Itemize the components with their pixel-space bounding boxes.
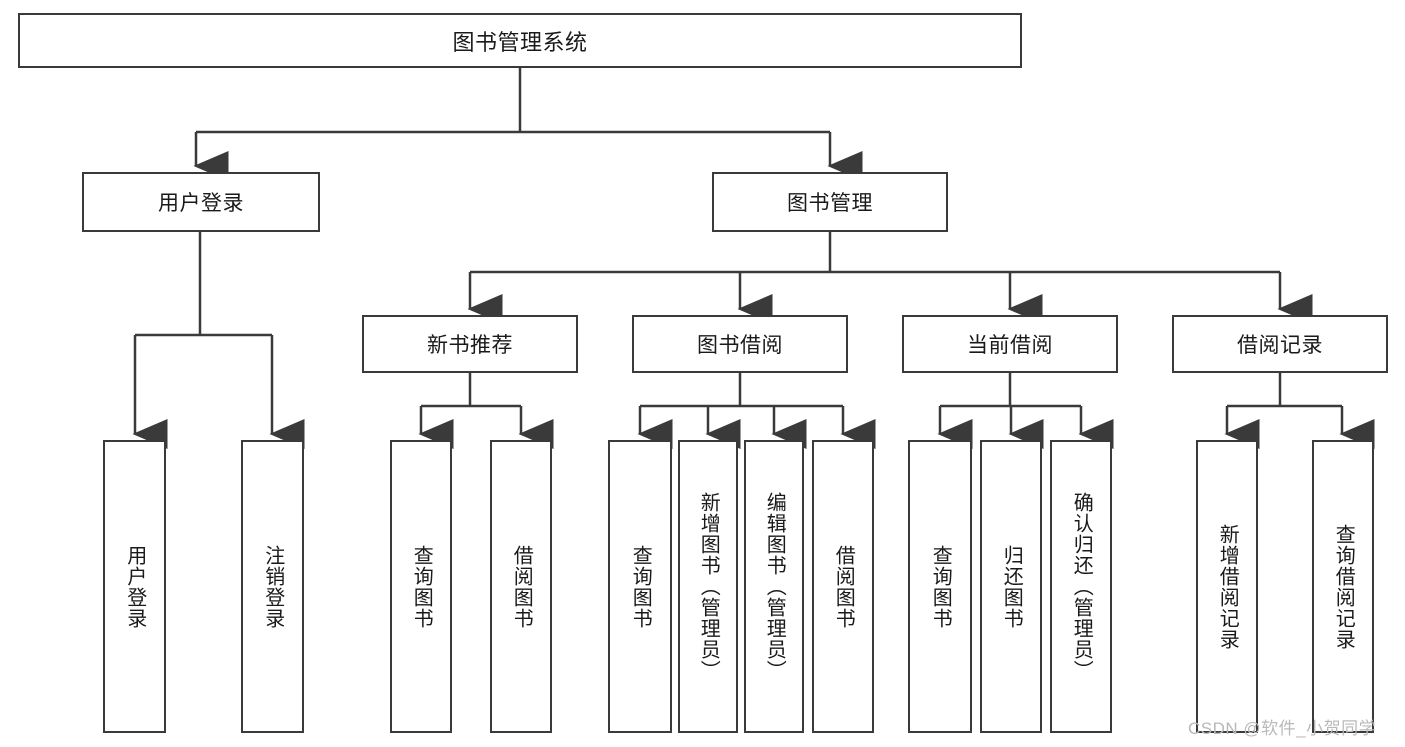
leaf-add-book-admin[interactable]: 新增图书（管理员）: [678, 440, 738, 733]
leaf-add-borrow-record-label: 新增借阅记录: [1216, 523, 1239, 650]
leaf-logout[interactable]: 注销登录: [241, 440, 304, 733]
leaf-query-borrow-record[interactable]: 查询借阅记录: [1312, 440, 1374, 733]
leaf-edit-book-admin-label: 编辑图书（管理员）: [763, 492, 786, 681]
node-root-system[interactable]: 图书管理系统: [18, 13, 1022, 68]
leaf-query-borrow-record-label: 查询借阅记录: [1332, 523, 1355, 650]
leaf-borrow-book-label: 借阅图书: [832, 544, 855, 629]
leaf-query-book-newbook[interactable]: 查询图书: [390, 440, 452, 733]
leaf-add-book-admin-label: 新增图书（管理员）: [697, 492, 720, 681]
leaf-add-borrow-record[interactable]: 新增借阅记录: [1196, 440, 1258, 733]
leaf-user-login-label: 用户登录: [123, 544, 146, 629]
leaf-borrow-book[interactable]: 借阅图书: [812, 440, 874, 733]
node-user-login[interactable]: 用户登录: [82, 172, 320, 232]
node-current-borrow-label: 当前借阅: [967, 334, 1053, 357]
node-root-label: 图书管理系统: [452, 29, 588, 55]
node-new-book-recommend[interactable]: 新书推荐: [362, 315, 578, 373]
leaf-confirm-return-admin-label: 确认归还（管理员）: [1070, 492, 1093, 681]
node-user-login-label: 用户登录: [158, 192, 244, 215]
node-book-management-label: 图书管理: [787, 192, 873, 215]
leaf-return-book-label: 归还图书: [1000, 544, 1023, 629]
node-borrow-record[interactable]: 借阅记录: [1172, 315, 1388, 373]
node-book-borrow-label: 图书借阅: [697, 334, 783, 357]
leaf-logout-label: 注销登录: [261, 544, 284, 629]
leaf-user-login[interactable]: 用户登录: [103, 440, 166, 733]
leaf-query-book-current-label: 查询图书: [929, 544, 952, 629]
leaf-query-book-current[interactable]: 查询图书: [908, 440, 972, 733]
leaf-query-book-newbook-label: 查询图书: [410, 544, 433, 629]
node-book-management[interactable]: 图书管理: [712, 172, 948, 232]
leaf-borrow-book-newbook[interactable]: 借阅图书: [490, 440, 552, 733]
leaf-query-book-borrow-label: 查询图书: [629, 544, 652, 629]
leaf-edit-book-admin[interactable]: 编辑图书（管理员）: [744, 440, 804, 733]
leaf-confirm-return-admin[interactable]: 确认归还（管理员）: [1050, 440, 1112, 733]
node-borrow-record-label: 借阅记录: [1237, 334, 1323, 357]
leaf-query-book-borrow[interactable]: 查询图书: [608, 440, 672, 733]
node-current-borrow[interactable]: 当前借阅: [902, 315, 1118, 373]
csdn-watermark: CSDN @软件_小贺同学: [1188, 719, 1377, 738]
node-new-book-recommend-label: 新书推荐: [427, 334, 513, 357]
leaf-return-book[interactable]: 归还图书: [980, 440, 1042, 733]
leaf-borrow-book-newbook-label: 借阅图书: [510, 544, 533, 629]
node-book-borrow[interactable]: 图书借阅: [632, 315, 848, 373]
